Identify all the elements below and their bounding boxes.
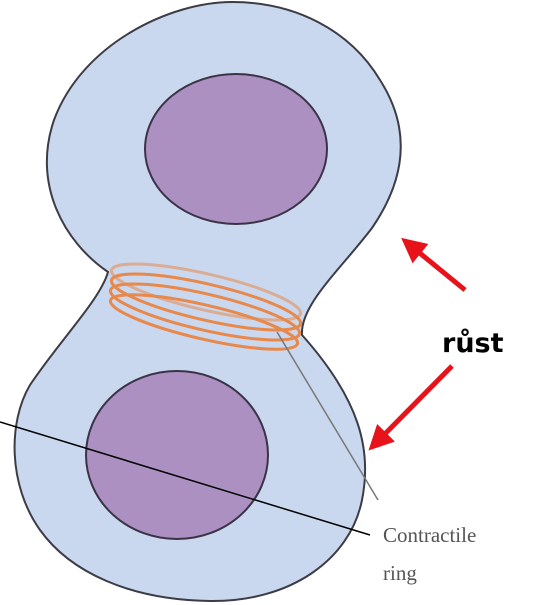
arrow-down-left-icon [372, 366, 452, 447]
ring-label-line1: Contractile [383, 523, 476, 547]
nucleus-bottom [86, 371, 268, 539]
growth-label: růst [442, 328, 504, 359]
arrow-up-left-icon [405, 241, 465, 290]
nucleus-top [145, 74, 327, 224]
ring-label-line2: ring [383, 561, 417, 585]
